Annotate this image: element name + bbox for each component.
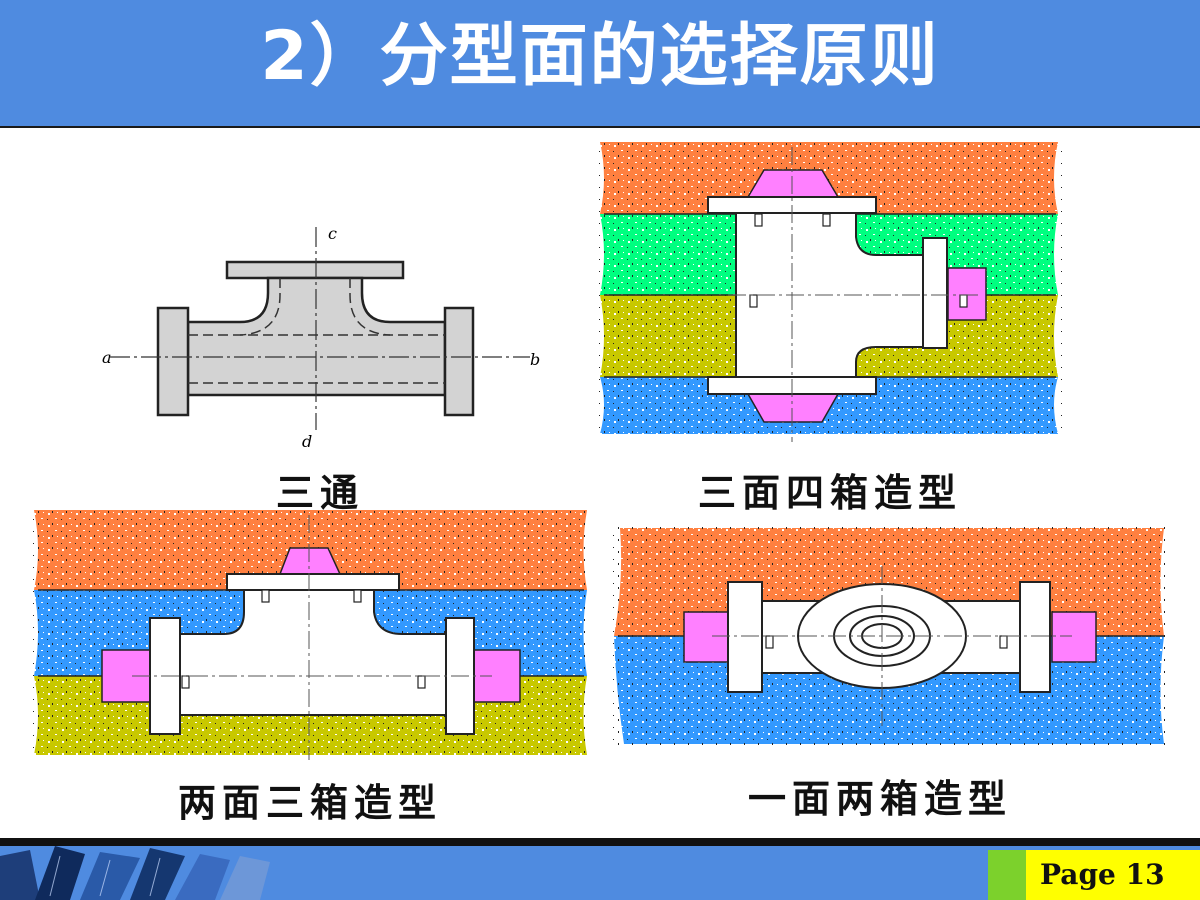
- caption-three-face: 三面四箱造型: [697, 470, 962, 515]
- three-face-diagram: [598, 142, 1063, 442]
- axis-label-d: d: [302, 432, 312, 451]
- page-number: Page 13: [1040, 858, 1165, 891]
- footer-accent-square: [988, 850, 1026, 900]
- tee-drawing: a b c d: [102, 224, 540, 451]
- caption-two-face: 两面三箱造型: [177, 780, 442, 825]
- caption-tee: 三通: [275, 470, 364, 515]
- one-face-diagram: [612, 526, 1172, 748]
- page-number-box: Page 13: [1026, 850, 1200, 900]
- axis-label-c: c: [328, 224, 337, 243]
- three-face-drawing: [598, 142, 1063, 442]
- tee-top-flange: [225, 260, 405, 280]
- axis-label-b: b: [530, 350, 540, 369]
- two-face-diagram: [32, 510, 592, 765]
- slide-title: 2）分型面的选择原则: [260, 17, 940, 96]
- two-face-drawing: [32, 510, 592, 760]
- title-bar: 2）分型面的选择原则: [0, 0, 1200, 128]
- axis-label-a: a: [102, 348, 112, 367]
- tee-diagram: a b c d: [90, 215, 560, 455]
- one-face-drawing: [612, 526, 1172, 746]
- caption-one-face: 一面两箱造型: [747, 776, 1012, 821]
- tee-right-flange: [443, 306, 475, 417]
- city-banner-graphic: [0, 846, 300, 900]
- tee-left-flange: [156, 306, 190, 417]
